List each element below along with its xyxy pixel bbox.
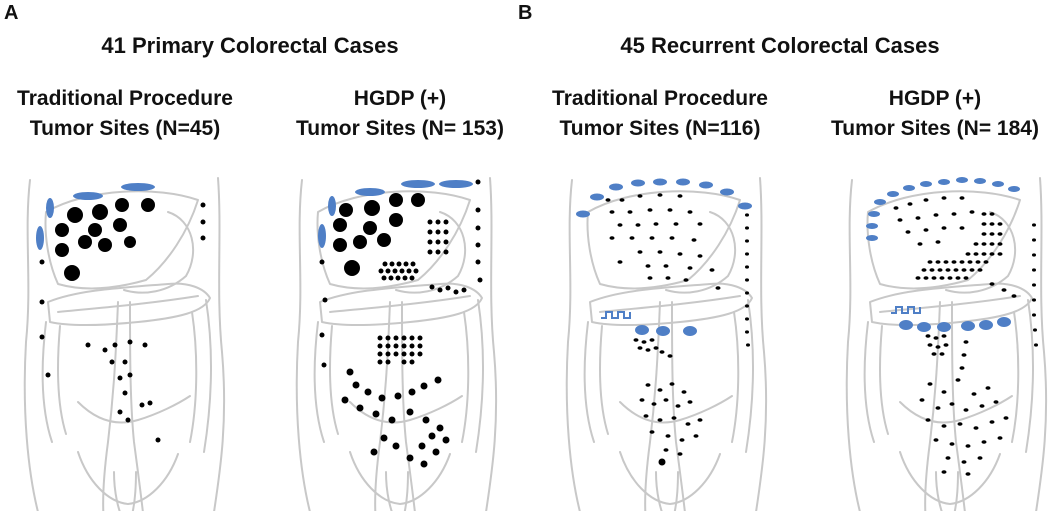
panel-a-hgdp-sites [318, 179, 483, 468]
panel-b-letter: B [518, 2, 533, 24]
column-title-line2: Tumor Sites (N=116) [559, 117, 761, 140]
column-title-line1: HGDP (+) [353, 87, 447, 110]
column-title-line1: HGDP (+) [888, 87, 982, 110]
panel-b-traditional-diagram [565, 177, 768, 511]
panel-a-hgdp-title: HGDP (+) Tumor Sites (N= 153) [280, 84, 520, 144]
column-title-line2: Tumor Sites (N= 184) [831, 117, 1039, 140]
column-title-line2: Tumor Sites (N=45) [29, 117, 221, 140]
panel-b-traditional-sites [576, 178, 752, 466]
panel-a-letter: A [4, 2, 19, 24]
panel-b-hgdp-title: HGDP (+) Tumor Sites (N= 184) [815, 84, 1055, 144]
column-title-line1: Traditional Procedure [552, 87, 768, 110]
panel-b-title: 45 Recurrent Colorectal Cases [620, 33, 940, 58]
column-title-line1: Traditional Procedure [17, 87, 233, 110]
column-title-line2: Tumor Sites (N= 153) [296, 117, 504, 140]
panel-b-traditional-title: Traditional Procedure Tumor Sites (N=116… [535, 84, 785, 144]
panel-a-traditional-title: Traditional Procedure Tumor Sites (N=45) [0, 84, 250, 144]
panel-b-hgdp-sites [866, 177, 1038, 476]
panel-a-title: 41 Primary Colorectal Cases [101, 33, 399, 58]
panel-a-traditional-sites [36, 183, 206, 443]
